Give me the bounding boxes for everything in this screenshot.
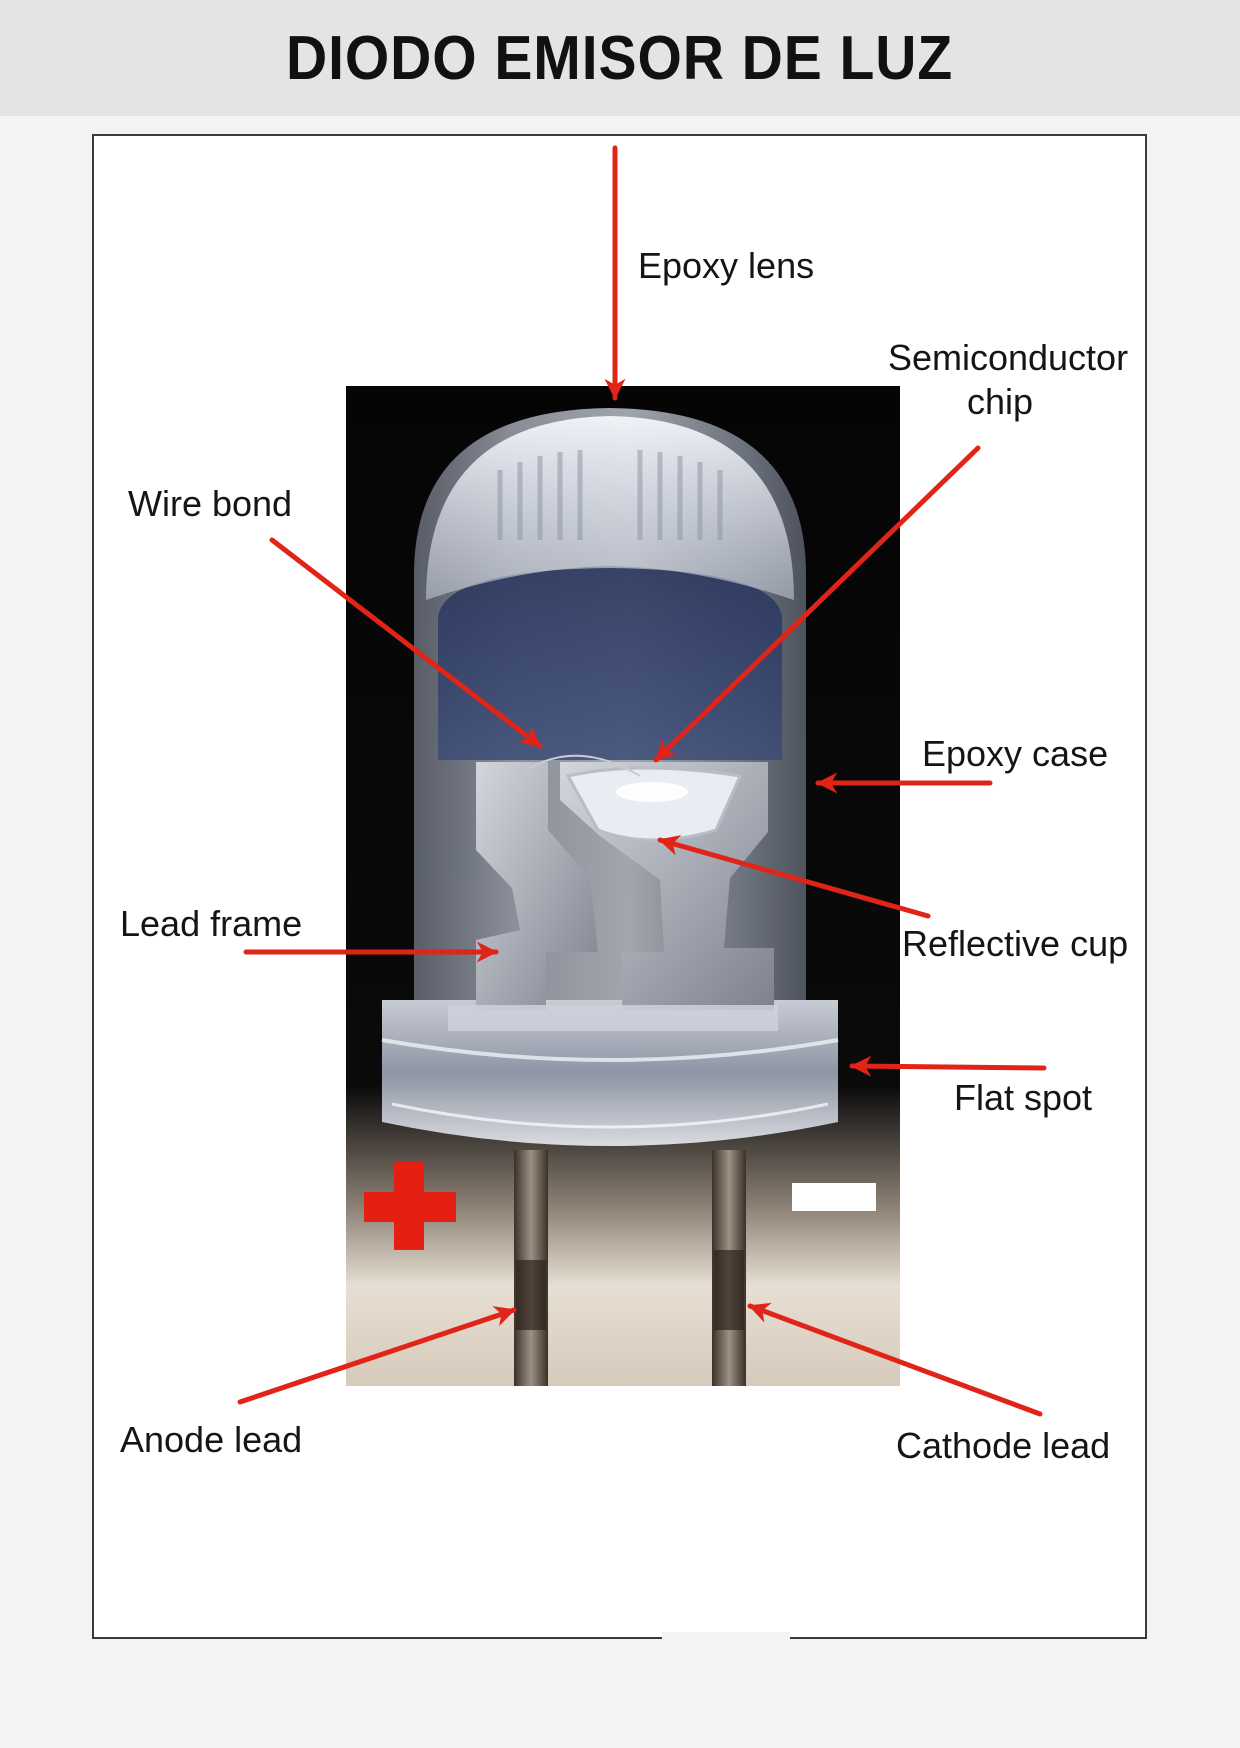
frame-gap	[662, 1632, 790, 1644]
label-flat-spot: Flat spot	[954, 1077, 1092, 1118]
label-lead-frame: Lead frame	[120, 903, 302, 944]
arrow-semiconductor-chip	[653, 445, 981, 763]
title-bar: DIODO EMISOR DE LUZ	[0, 0, 1240, 116]
label-epoxy-lens: Epoxy lens	[638, 245, 814, 286]
arrow-reflective-cup	[657, 835, 931, 919]
label-epoxy-case: Epoxy case	[922, 733, 1108, 774]
reflective-cup	[565, 766, 743, 842]
label-semiconductor-chip-line1: Semiconductor	[888, 337, 1128, 378]
page-title: DIODO EMISOR DE LUZ	[286, 23, 954, 93]
lead-frame-post-anode	[476, 762, 598, 1010]
label-wire-bond: Wire bond	[128, 483, 292, 524]
label-semiconductor-chip-line2: chip	[967, 381, 1033, 422]
label-reflective-cup: Reflective cup	[902, 923, 1128, 964]
arrow-wire-bond	[269, 537, 543, 749]
arrow-anode-lead	[237, 1306, 517, 1405]
minus-icon	[792, 1183, 876, 1211]
label-cathode-lead: Cathode lead	[896, 1425, 1110, 1466]
annotation-arrows	[237, 145, 1047, 1417]
plus-icon	[364, 1162, 456, 1250]
label-anode-lead: Anode lead	[120, 1419, 302, 1460]
semiconductor-chip	[616, 782, 688, 802]
wire-bond	[529, 754, 641, 777]
arrow-flat-spot	[849, 1055, 1047, 1077]
led-flange	[382, 1000, 838, 1146]
arrow-cathode-lead	[747, 1302, 1043, 1417]
